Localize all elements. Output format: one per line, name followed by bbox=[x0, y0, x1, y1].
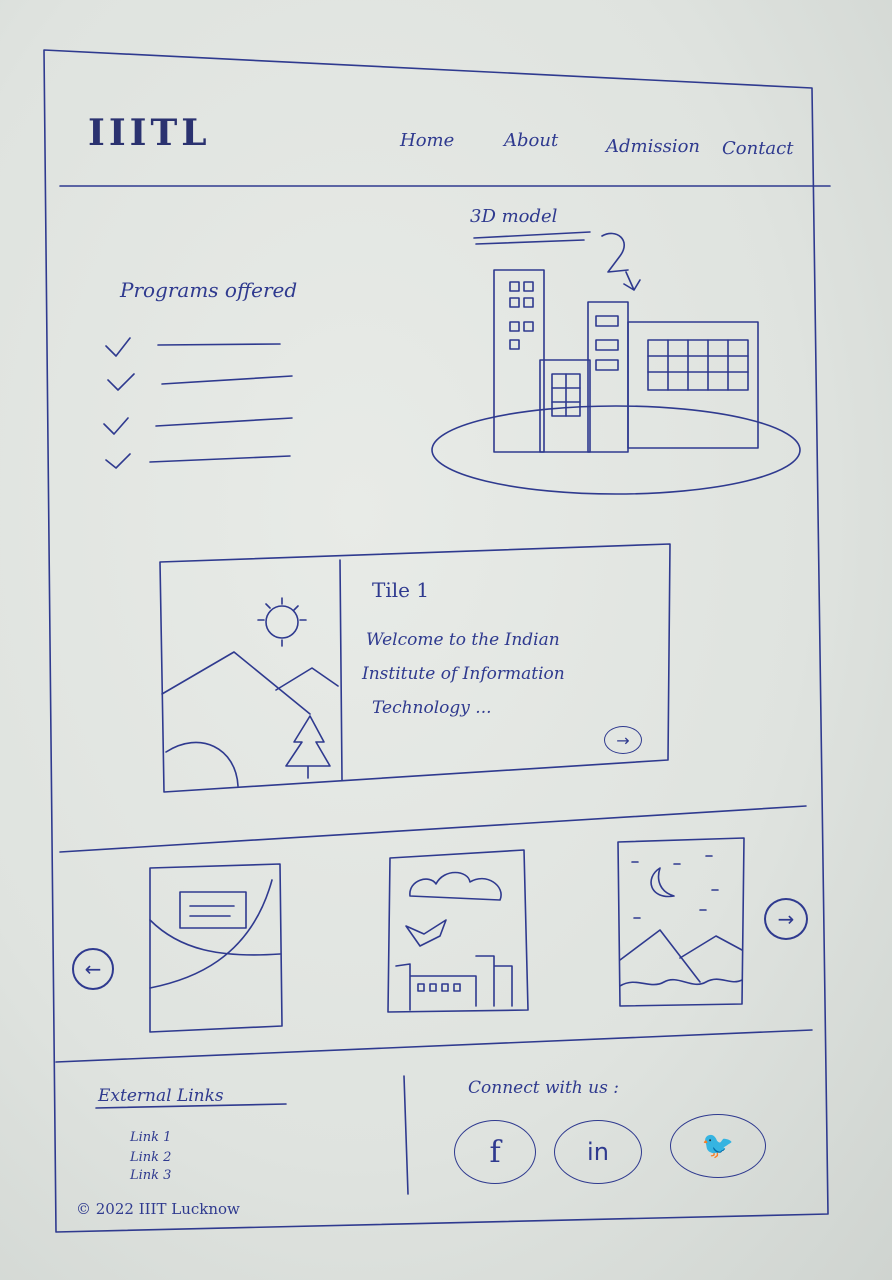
nav-about[interactable]: About bbox=[504, 130, 559, 151]
tile-title: Tile 1 bbox=[372, 578, 430, 602]
facebook-icon[interactable]: f bbox=[454, 1120, 536, 1184]
footer-link-1[interactable]: Link 1 bbox=[130, 1130, 172, 1145]
carousel-image-1 bbox=[149, 863, 283, 1033]
check-icon bbox=[105, 337, 131, 357]
program-line bbox=[155, 417, 293, 427]
nav-contact[interactable]: Contact bbox=[722, 138, 794, 159]
tile-body-line3: Technology ... bbox=[372, 698, 492, 718]
footer-link-3[interactable]: Link 3 bbox=[130, 1168, 172, 1183]
carousel-top-divider bbox=[59, 805, 807, 853]
carousel-next-icon[interactable]: → bbox=[764, 898, 808, 940]
arrow-right-icon[interactable]: → bbox=[604, 726, 642, 754]
carousel-bottom-divider bbox=[55, 1029, 813, 1063]
check-icon bbox=[105, 453, 131, 469]
tile-body-line1: Welcome to the Indian bbox=[366, 630, 560, 650]
programs-title: Programs offered bbox=[120, 278, 298, 302]
twitter-icon[interactable]: 🐦 bbox=[670, 1114, 766, 1178]
program-line bbox=[149, 455, 291, 463]
nav-home[interactable]: Home bbox=[400, 130, 455, 151]
tile-body-line2: Institute of Information bbox=[362, 664, 565, 684]
footer-link-2[interactable]: Link 2 bbox=[130, 1150, 172, 1165]
page-border bbox=[43, 49, 829, 1233]
nav-admission[interactable]: Admission bbox=[606, 136, 701, 157]
check-icon bbox=[107, 373, 135, 391]
external-links-underline bbox=[95, 1103, 287, 1109]
model-label: 3D model bbox=[470, 206, 558, 227]
carousel-prev-icon[interactable]: ← bbox=[72, 948, 114, 990]
check-icon bbox=[103, 417, 129, 435]
model-underline bbox=[473, 231, 591, 245]
linkedin-icon[interactable]: in bbox=[554, 1120, 642, 1184]
external-links-title: External Links bbox=[98, 1086, 224, 1106]
program-line bbox=[157, 343, 281, 346]
arrow-icon bbox=[601, 232, 641, 291]
tile-card-border bbox=[159, 543, 671, 793]
carousel-image-3 bbox=[617, 837, 745, 1007]
connect-title: Connect with us : bbox=[468, 1078, 619, 1098]
site-logo[interactable]: IIITL bbox=[88, 112, 211, 154]
image-placeholder-icon bbox=[161, 597, 339, 787]
tile-card-divider bbox=[339, 559, 343, 781]
footer-divider bbox=[403, 1075, 409, 1195]
building-icon bbox=[431, 269, 801, 495]
carousel-image-2 bbox=[387, 849, 529, 1013]
copyright-text: © 2022 IIIT Lucknow bbox=[76, 1200, 240, 1218]
program-line bbox=[161, 375, 293, 385]
